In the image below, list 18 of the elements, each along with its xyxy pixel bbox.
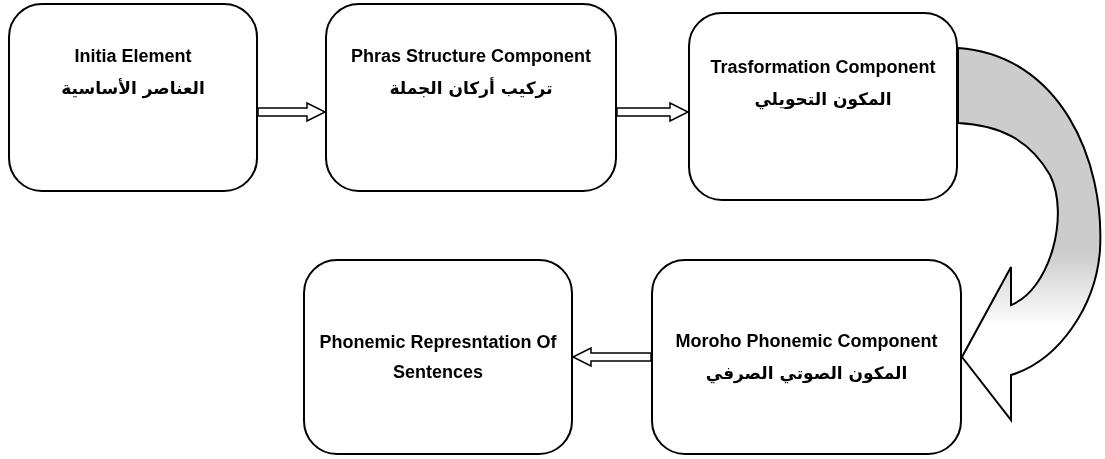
rounded-box — [325, 3, 617, 192]
node-label: المكون الصوتي الصرفي — [705, 362, 908, 386]
rounded-box — [688, 12, 958, 201]
hollow-arrow — [571, 346, 652, 368]
node-label: تركيب أركان الجملة — [389, 76, 553, 101]
hollow-arrow — [257, 101, 327, 123]
hollow-arrow — [616, 101, 690, 123]
rounded-box — [303, 259, 573, 455]
node-label: Trasformation Component — [710, 56, 936, 79]
node-label: Phras Structure Component — [351, 45, 591, 68]
curved-block-arrow — [957, 47, 1102, 421]
rounded-box — [651, 259, 962, 455]
node-label: المكون التحويلي — [754, 88, 892, 112]
node-label: العناصر الأساسية — [61, 77, 205, 101]
node-label: Phonemic Represntation Of Sentences — [318, 331, 558, 384]
rounded-box — [8, 3, 258, 192]
node-label: Initia Element — [74, 45, 192, 68]
node-label: Moroho Phonemic Component — [675, 330, 938, 353]
